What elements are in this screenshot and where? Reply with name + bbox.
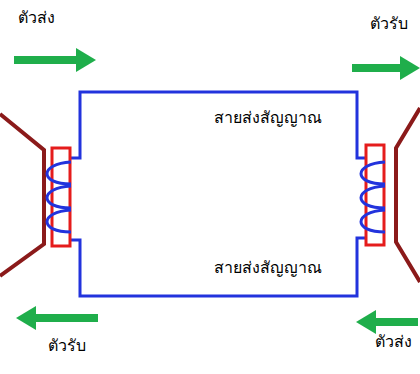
coil-winding <box>47 186 71 208</box>
arrow-shaft <box>374 318 418 326</box>
signal-wire <box>70 238 366 296</box>
sender-label: ตัวส่ง <box>18 8 55 29</box>
coil-winding <box>361 186 385 208</box>
wire-label: สายส่งสัญญาณ <box>214 108 322 129</box>
arrow-head <box>356 310 376 334</box>
speaker-cone <box>0 114 44 276</box>
signal-wires <box>70 92 366 296</box>
coil-winding <box>47 162 71 184</box>
coil-winding <box>361 210 385 232</box>
coil-cores <box>52 145 384 246</box>
coil-winding <box>361 162 385 184</box>
receiver-label: ตัวรับ <box>370 14 408 35</box>
arrow-shaft <box>352 64 402 72</box>
speakers <box>0 108 420 282</box>
arrow-head <box>400 56 420 80</box>
arrow-head <box>16 306 36 330</box>
arrow-shaft <box>14 56 78 64</box>
arrow-head <box>76 48 96 72</box>
receiver-label: ตัวรับ <box>48 336 86 357</box>
coil-windings <box>47 162 385 232</box>
wire-label: สายส่งสัญญาณ <box>214 258 322 279</box>
arrow-shaft <box>34 314 98 322</box>
direction-arrows <box>14 48 420 334</box>
speaker-cone <box>396 108 420 282</box>
coil-winding <box>47 210 71 232</box>
sender-label: ตัวส่ง <box>375 332 412 353</box>
signal-wire <box>70 92 366 158</box>
